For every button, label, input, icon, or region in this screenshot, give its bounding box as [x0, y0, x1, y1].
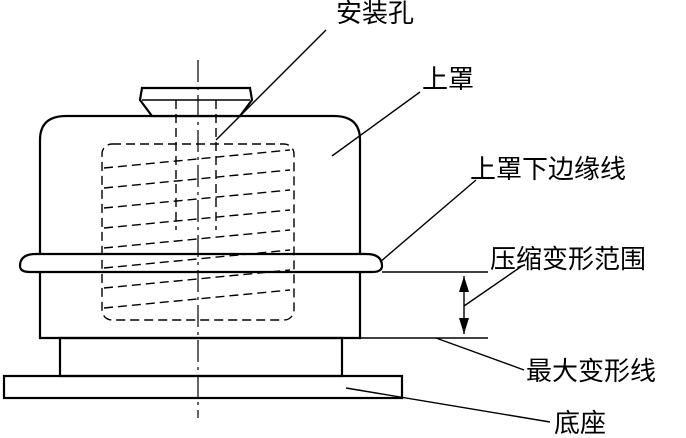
spring — [101, 143, 295, 321]
mounting-nut — [138, 86, 254, 118]
base-plate — [2, 374, 404, 400]
leader-base — [345, 387, 551, 423]
label-mounting-hole: 安装孔 — [336, 0, 414, 29]
label-compression-range: 压缩变形范围 — [490, 245, 646, 275]
pedestal — [58, 336, 344, 378]
leader-upper-cover — [331, 91, 421, 157]
leader-mounting-hole — [215, 29, 327, 141]
cover-flange — [18, 252, 384, 274]
upper-cover — [38, 114, 362, 340]
leader-compression-range — [463, 265, 523, 307]
compression-dimension-arrow — [459, 276, 469, 334]
label-lower-edge: 上罩下边缘线 — [470, 155, 626, 185]
leader-lower-edge — [379, 179, 477, 263]
label-upper-cover: 上罩 — [422, 65, 474, 95]
label-max-deformation: 最大变形线 — [526, 357, 656, 387]
mounting-hole — [175, 100, 217, 230]
label-base: 底座 — [554, 409, 606, 438]
leader-max-deformation — [435, 337, 525, 371]
